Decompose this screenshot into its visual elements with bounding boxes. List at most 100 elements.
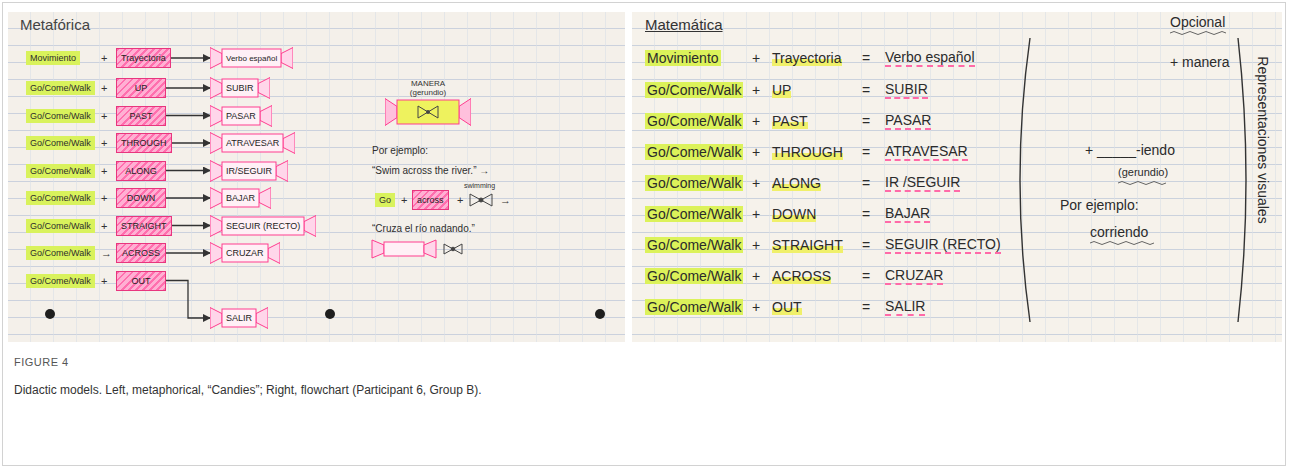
highlighted-term: Go — [375, 193, 395, 207]
node-text: BAJAR — [226, 193, 255, 203]
wavy-underline — [1090, 242, 1154, 245]
spanish-verb: SALIR — [885, 298, 925, 316]
operator-sign: → — [101, 247, 112, 259]
arrow-connector — [166, 170, 210, 171]
manner-label: MANERA — [385, 79, 471, 88]
formula-text: = — [862, 50, 870, 66]
highlighted-term: Go/Come/Walk — [26, 164, 95, 178]
notebook-photo — [8, 12, 625, 342]
spanish-verb: Verbo español — [885, 49, 975, 67]
formula-text: = — [862, 175, 870, 191]
candy-shape: BAJAR — [210, 187, 271, 209]
path-box: across — [412, 190, 449, 210]
path-box: OUT — [116, 271, 166, 291]
operator-sign: + — [101, 220, 107, 232]
path-box: THROUGH — [116, 133, 172, 153]
path-term: OUT — [772, 299, 802, 315]
motion-term: Go/Come/Walk — [645, 206, 743, 222]
operator-sign: + — [101, 82, 107, 94]
arrow-connector — [171, 57, 210, 58]
path-term: Trayectoria — [772, 50, 842, 66]
path-box: UP — [116, 78, 166, 98]
formula-text: = — [862, 82, 870, 98]
formula-text: + manera — [1170, 54, 1230, 70]
operator-sign: + — [401, 194, 407, 206]
manner-label: (gerundio) — [385, 88, 471, 97]
path-term: THROUGH — [772, 144, 843, 160]
formula-text: = — [862, 113, 870, 129]
motion-term: Go/Come/Walk — [645, 237, 743, 253]
highlighted-term: Go/Come/Walk — [26, 246, 95, 260]
formula-text: Opcional — [1170, 14, 1225, 30]
node-text: IR/SEGUIR — [226, 166, 272, 176]
formula-text: + — [752, 175, 760, 191]
spanish-verb: BAJAR — [885, 205, 930, 223]
formula-text: + — [752, 299, 760, 315]
side-note: Representaciones visuales — [1254, 56, 1270, 223]
node-text: SEGUIR (RECTO) — [226, 221, 300, 231]
node-text: Go/Come/Walk — [30, 276, 91, 286]
arrow-connector — [172, 142, 211, 143]
operator-sign: + — [101, 165, 107, 177]
node-text: OUT — [132, 276, 151, 286]
highlighted-term: Go/Come/Walk — [26, 191, 95, 205]
example-note: “Cruza el río nadando.” — [372, 223, 475, 234]
example-note: Por ejemplo: — [372, 145, 428, 156]
path-box: DOWN — [116, 188, 166, 208]
node-text: across — [417, 195, 444, 205]
node-text: PAST — [130, 111, 153, 121]
formula-text: + — [752, 268, 760, 284]
operator-sign: + — [101, 110, 107, 122]
operator-sign: + — [101, 192, 107, 204]
candy-outline — [385, 98, 471, 126]
highlighted-term: Go/Come/Walk — [26, 81, 95, 95]
spanish-verb: PASAR — [885, 112, 931, 130]
path-box: ACROSS — [116, 243, 166, 263]
spanish-verb: ATRAVESAR — [885, 143, 968, 161]
formula-text: + — [752, 237, 760, 253]
candy-shape: SUBIR — [210, 77, 270, 99]
node-text: SALIR — [226, 313, 252, 323]
formula-text: = — [862, 144, 870, 160]
formula-text: + — [752, 206, 760, 222]
operator-sign: → — [500, 194, 511, 206]
path-term: ACROSS — [772, 268, 831, 284]
formula-text: = — [862, 206, 870, 222]
highlighted-term: Movimiento — [26, 51, 80, 65]
candy-shape: SALIR — [210, 307, 268, 329]
node-text: UP — [135, 83, 148, 93]
candy-shape: PASAR — [210, 105, 272, 127]
node-text: Movimiento — [30, 53, 76, 63]
path-term: DOWN — [772, 206, 816, 222]
candy-shape: ATRAVESAR — [210, 132, 295, 154]
arrow-connector — [166, 252, 210, 253]
node-text: Go/Come/Walk — [30, 166, 91, 176]
node-text: CRUZAR — [226, 248, 264, 258]
candy-shape: MANERA(gerundio) — [385, 98, 471, 126]
candy-shape: Verbo español — [210, 47, 293, 69]
path-term: UP — [772, 82, 791, 98]
node-text: Go/Come/Walk — [30, 83, 91, 93]
formula-text: + — [752, 113, 760, 129]
bow-symbol — [444, 244, 462, 254]
candy-heading: MANERA(gerundio) — [385, 79, 471, 98]
bracket — [1238, 38, 1246, 322]
punch-hole — [45, 309, 55, 319]
operator-sign: + — [457, 194, 463, 206]
node-text: STRAIGHT — [121, 221, 167, 231]
punch-hole — [595, 309, 605, 319]
node-text: Go/Come/Walk — [30, 193, 91, 203]
formula-text: + _____-iendo — [1085, 142, 1175, 158]
candy-sketch — [372, 240, 436, 258]
path-term: PAST — [772, 113, 808, 129]
spanish-verb: CRUZAR — [885, 267, 943, 285]
path-box: Trayectoria — [116, 48, 171, 68]
motion-term: Go/Come/Walk — [645, 144, 743, 160]
path-box: PAST — [116, 106, 166, 126]
node-text: THROUGH — [121, 138, 167, 148]
formula-text: + — [752, 50, 760, 66]
formula-text: = — [862, 299, 870, 315]
candy-shape: IR/SEGUIR — [210, 160, 288, 182]
path-box: ALONG — [116, 161, 166, 181]
